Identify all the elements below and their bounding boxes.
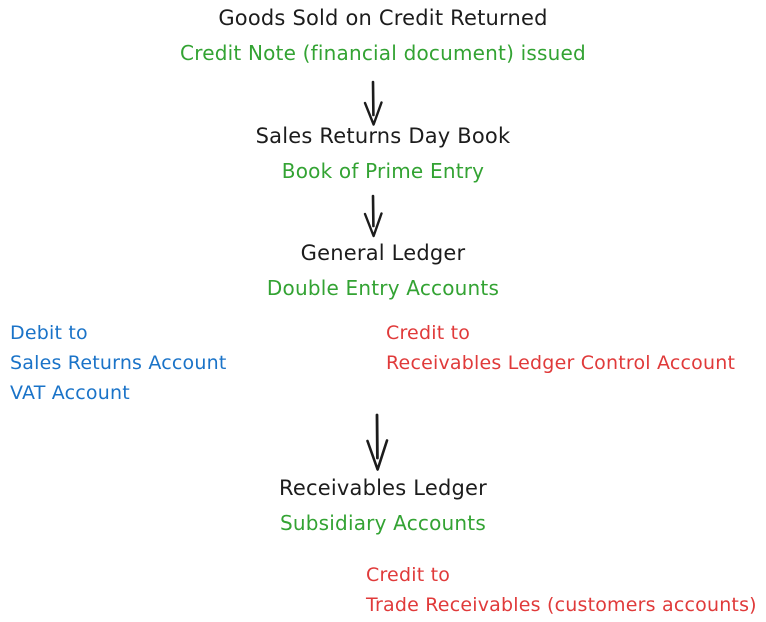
- node-daybook-title: Sales Returns Day Book: [255, 124, 511, 148]
- node-receivables-ledger: Receivables Ledger Subsidiary Accounts: [0, 476, 766, 535]
- credit-control-account: Receivables Ledger Control Account: [386, 352, 736, 374]
- arrow-origin-to-daybook-icon: [363, 80, 383, 126]
- node-receivables-ledger-title: Receivables Ledger: [279, 476, 487, 500]
- credit-trade-account: Trade Receivables (customers accounts): [366, 594, 757, 616]
- node-general-ledger: General Ledger Double Entry Accounts: [0, 241, 766, 300]
- node-receivables-ledger-subtitle: Subsidiary Accounts: [280, 511, 486, 535]
- node-goods-sold-returned: Goods Sold on Credit Returned Credit Not…: [0, 6, 766, 65]
- posting-block-debit: Debit to Sales Returns Account VAT Accou…: [10, 322, 227, 404]
- node-general-ledger-title: General Ledger: [300, 241, 466, 265]
- credit-trade-heading: Credit to: [366, 564, 451, 586]
- posting-block-credit-control: Credit to Receivables Ledger Control Acc…: [386, 322, 735, 374]
- node-general-ledger-subtitle: Double Entry Accounts: [266, 276, 500, 300]
- node-daybook-subtitle: Book of Prime Entry: [281, 159, 485, 183]
- node-origin-title: Goods Sold on Credit Returned: [218, 6, 548, 30]
- debit-account-sales-returns: Sales Returns Account: [10, 352, 227, 374]
- node-origin-subtitle: Credit Note (financial document) issued: [180, 41, 586, 65]
- debit-account-vat: VAT Account: [10, 382, 130, 404]
- debit-heading: Debit to: [10, 322, 88, 344]
- posting-block-credit-trade: Credit to Trade Receivables (customers a…: [366, 564, 757, 616]
- node-sales-returns-day-book: Sales Returns Day Book Book of Prime Ent…: [0, 124, 766, 183]
- arrow-ledger-to-receivables-icon: [366, 413, 389, 471]
- arrow-daybook-to-ledger-icon: [363, 194, 383, 238]
- credit-control-heading: Credit to: [386, 322, 471, 344]
